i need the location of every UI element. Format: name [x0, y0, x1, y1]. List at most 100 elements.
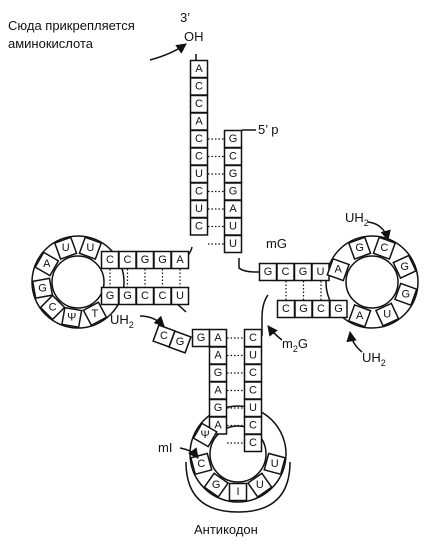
base-letter: G	[334, 303, 343, 315]
base-anticodon_right_stem-3: C	[243, 381, 263, 400]
base-d_stem_top-1: C	[118, 250, 137, 270]
three-prime-label: 3’	[180, 10, 190, 25]
base-letter: G	[402, 288, 411, 300]
base-letter: G	[141, 254, 150, 266]
base-acceptor_5prime-2: G	[223, 164, 243, 184]
base-letter: G	[214, 402, 223, 414]
base-d_loop-0: U	[78, 236, 103, 261]
base-acceptor_3prime-7: C	[189, 182, 209, 201]
base-t_loop-0: A	[326, 257, 351, 282]
base-letter: A	[356, 310, 364, 322]
base-letter: C	[249, 420, 257, 432]
base-anticodon_right_stem-2: C	[243, 363, 263, 383]
base-t_stem_bottom-1: G	[294, 299, 313, 319]
base-letter: A	[43, 258, 51, 270]
base-letter: C	[282, 266, 290, 278]
uh2-bottom-arrow	[346, 330, 363, 353]
amino-acid-label-line1: Сюда прикрепляется	[8, 18, 135, 33]
uh2-left-label: UH2	[110, 312, 134, 330]
base-letter: C	[380, 242, 388, 254]
base-letter: T	[92, 308, 99, 320]
base-d_loop-5: Ψ	[61, 306, 83, 329]
base-letter: Ψ	[67, 311, 76, 323]
amino-acid-label-line2: аминокислота	[8, 36, 94, 51]
base-acceptor_3prime-9: C	[189, 217, 209, 236]
base-anticodon_loop-4: U	[246, 472, 273, 499]
base-letter: A	[229, 203, 237, 215]
base-acceptor_5prime-6: U	[223, 234, 243, 254]
base-t_loop-2: C	[372, 236, 397, 261]
base-anticodon_left_stem-3: G	[208, 363, 228, 383]
base-letter: G	[38, 282, 47, 294]
base-d_loop-4: C	[39, 294, 66, 321]
uh2-bottom-label: UH2	[362, 350, 386, 368]
base-letter: U	[229, 238, 237, 250]
base-acceptor_5prime-1: C	[223, 147, 243, 166]
base-d_loop-1: U	[53, 236, 78, 261]
anticodon-label: Антикодон	[194, 522, 258, 537]
base-letter: G	[229, 186, 238, 198]
uh2-top-arrow	[367, 221, 391, 242]
base-letter: C	[195, 151, 203, 163]
base-anticodon_left_stem-0: G	[191, 328, 211, 348]
uh2-top-label: UH2	[345, 210, 369, 228]
base-letter: C	[317, 303, 325, 315]
base-acceptor_5prime-3: G	[223, 182, 243, 201]
base-letter: U	[317, 266, 325, 278]
base-t_stem_bottom-2: C	[311, 299, 331, 319]
base-letter: C	[124, 254, 132, 266]
base-anticodon_left_stem-2: A	[208, 346, 228, 365]
base-letter: A	[334, 264, 342, 276]
base-letter: C	[249, 437, 257, 449]
base-t_loop-1: G	[347, 236, 372, 261]
d-loop-inner	[51, 255, 105, 309]
base-letter: A	[176, 254, 184, 266]
base-letter: C	[195, 133, 203, 145]
base-letter: G	[176, 336, 185, 348]
base-letter: C	[195, 98, 203, 110]
base-anticodon_loop-3: I	[228, 482, 248, 502]
base-letter: G	[212, 479, 221, 491]
base-t_loop-3: G	[392, 254, 417, 280]
base-letter: C	[249, 385, 257, 397]
base-acceptor_3prime-1: C	[189, 77, 209, 96]
mi-arrow	[179, 447, 199, 459]
base-d_stem_top-2: G	[135, 250, 155, 270]
base-letter: C	[159, 290, 167, 302]
base-d_stem_top-0: C	[100, 250, 120, 270]
base-letter: C	[195, 81, 203, 93]
base-acceptor_3prime-5: C	[189, 147, 209, 166]
base-anticodon_loop-2: G	[203, 472, 230, 499]
base-letter: C	[106, 254, 114, 266]
base-anticodon_right_stem-0: C	[243, 328, 263, 348]
base-acceptor_3prime-8: U	[189, 199, 209, 219]
base-letter: C	[141, 290, 149, 302]
base-letter: C	[160, 330, 168, 342]
base-acceptor_3prime-3: A	[189, 112, 209, 131]
base-t_stem_top-3: U	[311, 262, 330, 282]
base-t_stem_bottom-0: C	[276, 299, 296, 319]
base-t_stem_top-0: G	[258, 262, 278, 282]
base-t_loop-6: A	[347, 303, 372, 328]
base-connector-1: G	[168, 330, 192, 354]
base-acceptor_3prime-2: C	[189, 94, 209, 114]
amino-acid-arrow	[149, 43, 187, 61]
base-letter: U	[271, 458, 279, 470]
base-d_stem_top-4: A	[170, 250, 190, 270]
base-anticodon_right_stem-5: C	[243, 416, 263, 435]
base-anticodon_right_stem-1: U	[243, 346, 263, 365]
base-letter: U	[383, 309, 391, 321]
base-acceptor_5prime-4: A	[223, 199, 243, 219]
base-letter: A	[214, 332, 222, 344]
base-letter: U	[256, 479, 264, 491]
base-letter: A	[214, 350, 222, 362]
base-t_loop-5: U	[374, 302, 400, 327]
base-t_stem_top-2: G	[293, 262, 313, 282]
base-letter: G	[123, 290, 132, 302]
base-d_stem_bottom-3: C	[153, 286, 172, 306]
base-anticodon_left_stem-1: A	[208, 328, 228, 348]
base-letter: U	[176, 290, 184, 302]
base-d_loop-3: G	[31, 277, 54, 299]
base-letter: U	[249, 350, 257, 362]
